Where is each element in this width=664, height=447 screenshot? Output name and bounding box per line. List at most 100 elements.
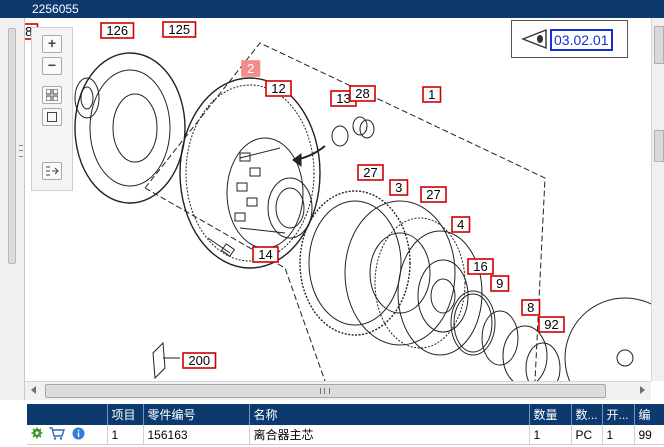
gear-icon[interactable]	[31, 427, 43, 442]
row-actions	[27, 425, 108, 445]
callout-box	[422, 86, 442, 103]
callout-box	[389, 179, 409, 196]
callout-box	[490, 275, 510, 292]
callout-box	[265, 80, 292, 97]
callout-label: 126	[106, 23, 128, 38]
callout-box	[162, 21, 197, 38]
col-header-unit[interactable]: 数...	[571, 404, 603, 425]
zoom-toolbar: + −	[31, 27, 73, 191]
col-header-qty[interactable]: 数量	[529, 404, 572, 425]
callout-box	[241, 60, 261, 77]
cell-part-number: 156163	[143, 425, 250, 445]
zoom-out-button[interactable]: −	[42, 57, 62, 75]
callout-box	[521, 299, 541, 316]
callout-4[interactable]: 4	[451, 216, 471, 233]
horizontal-scroll-thumb[interactable]	[45, 384, 606, 398]
callout-label: 4	[457, 217, 464, 232]
cell-open: 1	[602, 425, 635, 445]
figure-navigator: 03.02.01	[511, 20, 628, 58]
scroll-right-icon[interactable]	[640, 386, 645, 394]
callout-label: 8	[527, 300, 534, 315]
callout-label: 8	[25, 24, 32, 39]
callout-box	[357, 164, 384, 181]
callout-label: 2	[247, 61, 254, 76]
callout-9[interactable]: 9	[490, 275, 510, 292]
callout-box	[467, 258, 494, 275]
table-header-row: 项目 零件编号 名称 数量 数... 开... 编	[27, 404, 664, 425]
exploded-view-drawing[interactable]: 8 126 125 2 12 13 28 1 27 3 27 4 14 16 9 8 92 200	[25, 18, 651, 381]
parts-list-table: 项目 零件编号 名称 数量 数... 开... 编	[27, 404, 664, 445]
callout-label: 9	[496, 276, 503, 291]
callout-box	[349, 85, 376, 102]
callout-label: 28	[355, 86, 369, 101]
callout-2[interactable]: 2	[241, 60, 261, 77]
callout-12[interactable]: 12	[265, 80, 292, 97]
toggle-list-button[interactable]	[42, 162, 62, 180]
info-icon[interactable]	[72, 427, 85, 443]
callout-8[interactable]: 8	[521, 299, 541, 316]
parts-diagram: 8 126 125 2 12 13 28 1 27 3 27 4 14 16 9 8 92 200	[25, 21, 651, 381]
callout-box	[182, 352, 217, 369]
callout-27[interactable]: 27	[420, 186, 447, 203]
cell-code: 99	[634, 425, 664, 445]
square-icon	[47, 112, 57, 122]
cell-unit: PC	[571, 425, 603, 445]
col-header-name[interactable]: 名称	[249, 404, 530, 425]
callout-label: 12	[271, 81, 285, 96]
window-title-bar: 2256055	[0, 0, 664, 18]
callout-box	[538, 316, 565, 333]
col-header-open[interactable]: 开...	[602, 404, 635, 425]
grip-icon	[19, 145, 23, 157]
figure-number[interactable]: 03.02.01	[550, 29, 613, 51]
callout-label: 13	[336, 91, 350, 106]
callout-label: 27	[363, 165, 377, 180]
callout-label: 92	[544, 317, 558, 332]
callout-126[interactable]: 126	[100, 22, 135, 39]
col-header-item[interactable]: 项目	[107, 404, 144, 425]
callout-label: 125	[168, 22, 190, 37]
callout-box	[100, 22, 135, 39]
scroll-left-icon[interactable]	[31, 386, 36, 394]
grid-icon	[45, 88, 59, 102]
scroll-thumb-upper[interactable]	[654, 26, 664, 64]
window-title: 2256055	[32, 2, 79, 16]
callout-label: 200	[188, 353, 210, 368]
cell-qty: 1	[529, 425, 572, 445]
horizontal-scrollbar[interactable]	[25, 381, 651, 400]
scroll-thumb[interactable]	[654, 130, 664, 162]
col-header-part-number[interactable]: 零件编号	[143, 404, 250, 425]
previous-figure-icon[interactable]	[520, 27, 550, 51]
grip-icon	[320, 388, 330, 394]
callout-1[interactable]: 1	[422, 86, 442, 103]
cell-item: 1	[107, 425, 144, 445]
callout-label: 1	[428, 87, 435, 102]
callout-27[interactable]: 27	[357, 164, 384, 181]
minus-icon: −	[47, 57, 57, 73]
left-panel-splitter[interactable]	[0, 18, 25, 400]
callout-16[interactable]: 16	[467, 258, 494, 275]
callout-box	[252, 246, 279, 263]
cell-name: 离合器主芯	[249, 425, 530, 445]
callout-box	[451, 216, 471, 233]
callout-label: 14	[258, 247, 272, 262]
table-row[interactable]: 1 156163 离合器主芯 1 PC 1 99	[27, 425, 664, 445]
splitter-handle[interactable]	[8, 28, 23, 264]
cart-icon[interactable]	[49, 426, 66, 443]
callout-3[interactable]: 3	[389, 179, 409, 196]
callout-200[interactable]: 200	[182, 352, 217, 369]
callout-box	[420, 186, 447, 203]
list-arrow-icon	[46, 166, 59, 176]
plus-icon: +	[47, 35, 57, 51]
callout-label: 3	[395, 180, 402, 195]
callout-28[interactable]: 28	[349, 85, 376, 102]
col-header-code[interactable]: 编	[634, 404, 664, 425]
fit-view-button[interactable]	[42, 86, 62, 104]
vertical-scrollbar[interactable]	[651, 18, 664, 381]
col-header-actions	[27, 404, 108, 425]
zoom-in-button[interactable]: +	[42, 35, 62, 53]
callout-125[interactable]: 125	[162, 21, 197, 38]
callout-92[interactable]: 92	[538, 316, 565, 333]
callout-14[interactable]: 14	[252, 246, 279, 263]
actual-size-button[interactable]	[42, 108, 62, 126]
callout-label: 16	[473, 259, 487, 274]
